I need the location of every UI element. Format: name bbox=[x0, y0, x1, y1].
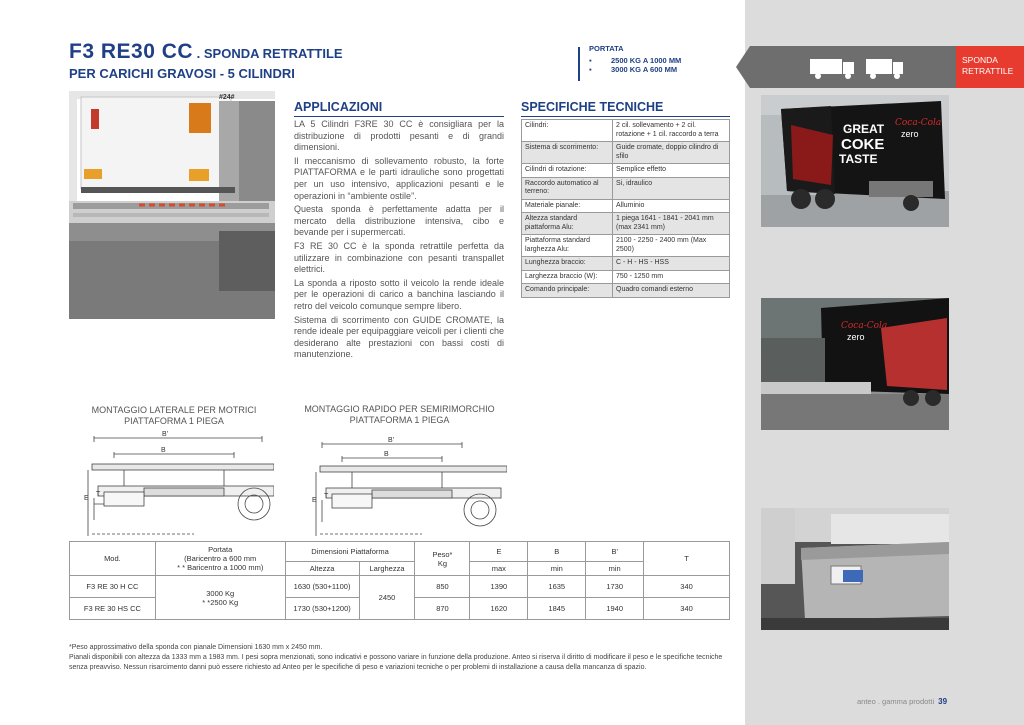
spec-row: Altezza standard piattaforma Alu:1 piega… bbox=[521, 212, 730, 235]
portata-title: PORTATA bbox=[589, 44, 624, 53]
truck-small-icon bbox=[866, 59, 903, 79]
category-tab-label-1: SPONDA bbox=[962, 55, 998, 65]
truck-icon bbox=[810, 59, 854, 79]
dim-label: B' bbox=[162, 431, 168, 438]
portata-item: ▪3000 KG A 600 MM bbox=[589, 65, 678, 74]
col-b1: B' bbox=[585, 541, 645, 562]
bullet-icon: ▪ bbox=[589, 65, 592, 74]
truck-photo-1: GREAT COKE TASTE Coca-Cola zero bbox=[761, 95, 949, 227]
divider bbox=[521, 116, 730, 117]
category-tab-label-2: RETRATTILE bbox=[962, 66, 1014, 76]
product-subtitle-2: PER CARICHI GRAVOSI - 5 CILINDRI bbox=[69, 66, 295, 81]
portata-item: ▪2500 KG A 1000 MM bbox=[589, 56, 682, 65]
paragraph: Sistema di scorrimento con GUIDE CROMATE… bbox=[294, 314, 504, 360]
page-number: 39 bbox=[938, 697, 948, 706]
product-title: F3 RE30 CC . SPONDA RETRATTILE bbox=[69, 40, 343, 64]
dim-label: B' bbox=[388, 437, 394, 444]
dim-label: E bbox=[84, 495, 89, 502]
col-e: E bbox=[469, 541, 529, 562]
spec-row: Larghezza braccio (W):750 - 1250 mm bbox=[521, 269, 730, 284]
paragraph: Il meccanismo di sollevamento robusto, l… bbox=[294, 155, 504, 201]
spec-row: Raccordo automatico al terreno:Si, idrau… bbox=[521, 176, 730, 200]
table-row: F3 RE 30 H CC 3000 Kg* *2500 Kg 1630 (53… bbox=[69, 575, 730, 620]
main-product-photo: #24# bbox=[69, 91, 275, 319]
diagram-side-mount: B' B E T bbox=[84, 431, 274, 536]
title-separator: . bbox=[193, 46, 204, 61]
tail-lift-photo bbox=[761, 508, 949, 630]
diagram-semitrailer-mount: B' B E T bbox=[312, 437, 507, 536]
plate-text: #24# bbox=[219, 94, 235, 101]
table-row: F3 RE 30 HS CC 1730 (530+1200) 870 1620 … bbox=[69, 597, 730, 620]
table-subheader-row: Altezza Larghezza max min min bbox=[70, 561, 730, 576]
applicazioni-text: LA 5 Cilindri F3RE 30 CC è consigliara p… bbox=[294, 119, 504, 363]
logo-text: zero bbox=[847, 332, 865, 342]
dim-label: E bbox=[312, 497, 317, 504]
diagram-left-title: MONTAGGIO LATERALE PER MOTRICI PIATTAFOR… bbox=[91, 405, 257, 426]
product-subtitle-1: SPONDA RETRATTILE bbox=[203, 46, 343, 61]
dim-label: B bbox=[161, 447, 166, 454]
dim-label: T bbox=[324, 493, 329, 500]
footnote-line: *Peso approssimativo della sponda con pi… bbox=[69, 644, 323, 651]
col-b: B bbox=[527, 541, 587, 562]
spec-row: Sistema di scorrimento:Guide cromate, do… bbox=[521, 141, 730, 164]
table-header-row: Mod. Portata(Baricentro a 600 mm* * Bari… bbox=[69, 541, 730, 576]
paragraph: F3 RE 30 CC è la sponda retrattile perfe… bbox=[294, 240, 504, 275]
paragraph: La sponda a riposto sotto il veicolo la … bbox=[294, 277, 504, 311]
footnote-line: Pianali disponibili con altezza da 1333 … bbox=[69, 654, 723, 671]
col-portata: Portata(Baricentro a 600 mm* * Baricentr… bbox=[154, 541, 286, 576]
col-dimensioni: Dimensioni Piattaforma bbox=[284, 541, 416, 562]
logo-text: Coca-Cola bbox=[841, 321, 887, 331]
col-peso: Peso*Kg bbox=[414, 541, 471, 576]
category-tab[interactable]: SPONDA RETRATTILE bbox=[956, 46, 1024, 88]
bullet-icon: ▪ bbox=[589, 56, 592, 65]
spec-row: Lunghezza braccio:C - H - HS - HSS bbox=[521, 256, 730, 271]
spec-row: Cilindri di rotazione:Semplice effetto bbox=[521, 163, 730, 178]
footnote: *Peso approssimativo della sponda con pi… bbox=[69, 643, 734, 673]
spec-table: Cilindri:2 cil. sollevamento + 2 cil. ro… bbox=[521, 119, 730, 298]
specifiche-title: SPECIFICHE TECNICHE bbox=[521, 100, 664, 114]
col-mod: Mod. bbox=[69, 541, 156, 576]
spec-row: Materiale pianale:Alluminio bbox=[521, 198, 730, 213]
dim-label: T bbox=[96, 491, 101, 498]
category-tab-arrow bbox=[736, 46, 956, 88]
diagram-right-title: MONTAGGIO RAPIDO PER SEMIRIMORCHIO PIATT… bbox=[304, 404, 495, 425]
spec-row: Cilindri:2 cil. sollevamento + 2 cil. ro… bbox=[521, 119, 730, 142]
portata-bar bbox=[578, 47, 580, 81]
logo-text: Coca-Cola bbox=[895, 118, 941, 128]
ad-text: GREAT bbox=[843, 122, 885, 136]
divider bbox=[294, 116, 504, 117]
spec-row: Piattaforma standard larghezza Alu:2100 … bbox=[521, 234, 730, 257]
dim-label: B bbox=[384, 451, 389, 458]
page-label: anteo . gamma prodotti bbox=[857, 697, 935, 706]
ad-text: COKE bbox=[841, 136, 884, 153]
spec-row: Comando principale:Quadro comandi estern… bbox=[521, 283, 730, 298]
product-model: F3 RE30 CC bbox=[69, 40, 194, 63]
ad-text: TASTE bbox=[839, 152, 877, 166]
paragraph: Questa sponda è perfettamente adatta per… bbox=[294, 204, 504, 238]
model-table: Mod. Portata(Baricentro a 600 mm* * Bari… bbox=[69, 541, 730, 620]
col-t: T bbox=[643, 541, 730, 576]
paragraph: LA 5 Cilindri F3RE 30 CC è consigliara p… bbox=[294, 119, 504, 153]
applicazioni-title: APPLICAZIONI bbox=[294, 100, 383, 114]
logo-text: zero bbox=[901, 129, 919, 139]
truck-photo-2: Coca-Cola zero bbox=[761, 298, 949, 430]
